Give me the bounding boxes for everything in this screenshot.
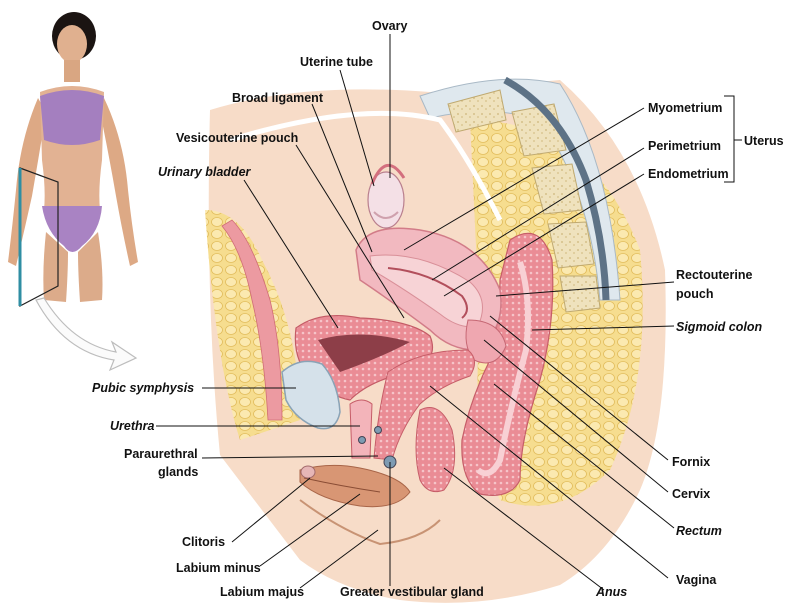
labia bbox=[299, 464, 411, 508]
label-broad-ligament: Broad ligament bbox=[232, 91, 324, 105]
label-rectum: Rectum bbox=[676, 524, 722, 538]
orientation-arrow bbox=[35, 297, 138, 372]
label-pubic-symphysis: Pubic symphysis bbox=[92, 381, 194, 395]
label-greater-vestibular-gland: Greater vestibular gland bbox=[340, 585, 484, 599]
label-labium-minus: Labium minus bbox=[176, 561, 261, 575]
label-uterine-tube: Uterine tube bbox=[300, 55, 373, 69]
label-rectouterine-pouch-line1: Rectouterine bbox=[676, 268, 752, 282]
label-fornix: Fornix bbox=[672, 455, 710, 469]
label-ovary: Ovary bbox=[372, 19, 407, 33]
label-rectouterine-pouch-line2: pouch bbox=[676, 287, 714, 301]
urethra-shape bbox=[349, 399, 373, 459]
body-figure-inset bbox=[8, 12, 138, 307]
ovary bbox=[367, 164, 406, 229]
label-myometrium: Myometrium bbox=[648, 101, 722, 115]
label-anus: Anus bbox=[595, 585, 627, 599]
label-labium-majus: Labium majus bbox=[220, 585, 304, 599]
label-clitoris: Clitoris bbox=[182, 535, 225, 549]
sacrum bbox=[419, 76, 621, 313]
uterus bbox=[355, 227, 507, 364]
label-urethra: Urethra bbox=[110, 419, 155, 433]
label-paraurethral-glands-line2: glands bbox=[158, 465, 198, 479]
pubic-symphysis-shape bbox=[281, 360, 341, 430]
labels: Ovary Uterine tube Broad ligament Vesico… bbox=[92, 19, 784, 599]
label-perimetrium: Perimetrium bbox=[648, 139, 721, 153]
vagina bbox=[373, 349, 475, 461]
label-cervix: Cervix bbox=[672, 487, 710, 501]
label-endometrium: Endometrium bbox=[648, 167, 729, 181]
label-uterus: Uterus bbox=[744, 134, 784, 148]
pelvis-section bbox=[205, 76, 666, 603]
label-paraurethral-glands-line1: Paraurethral bbox=[124, 447, 198, 461]
leader-lines bbox=[156, 34, 742, 591]
label-vesicouterine-pouch: Vesicouterine pouch bbox=[176, 131, 298, 145]
label-sigmoid-colon: Sigmoid colon bbox=[676, 320, 762, 334]
label-vagina: Vagina bbox=[676, 573, 717, 587]
label-urinary-bladder: Urinary bladder bbox=[158, 165, 252, 179]
